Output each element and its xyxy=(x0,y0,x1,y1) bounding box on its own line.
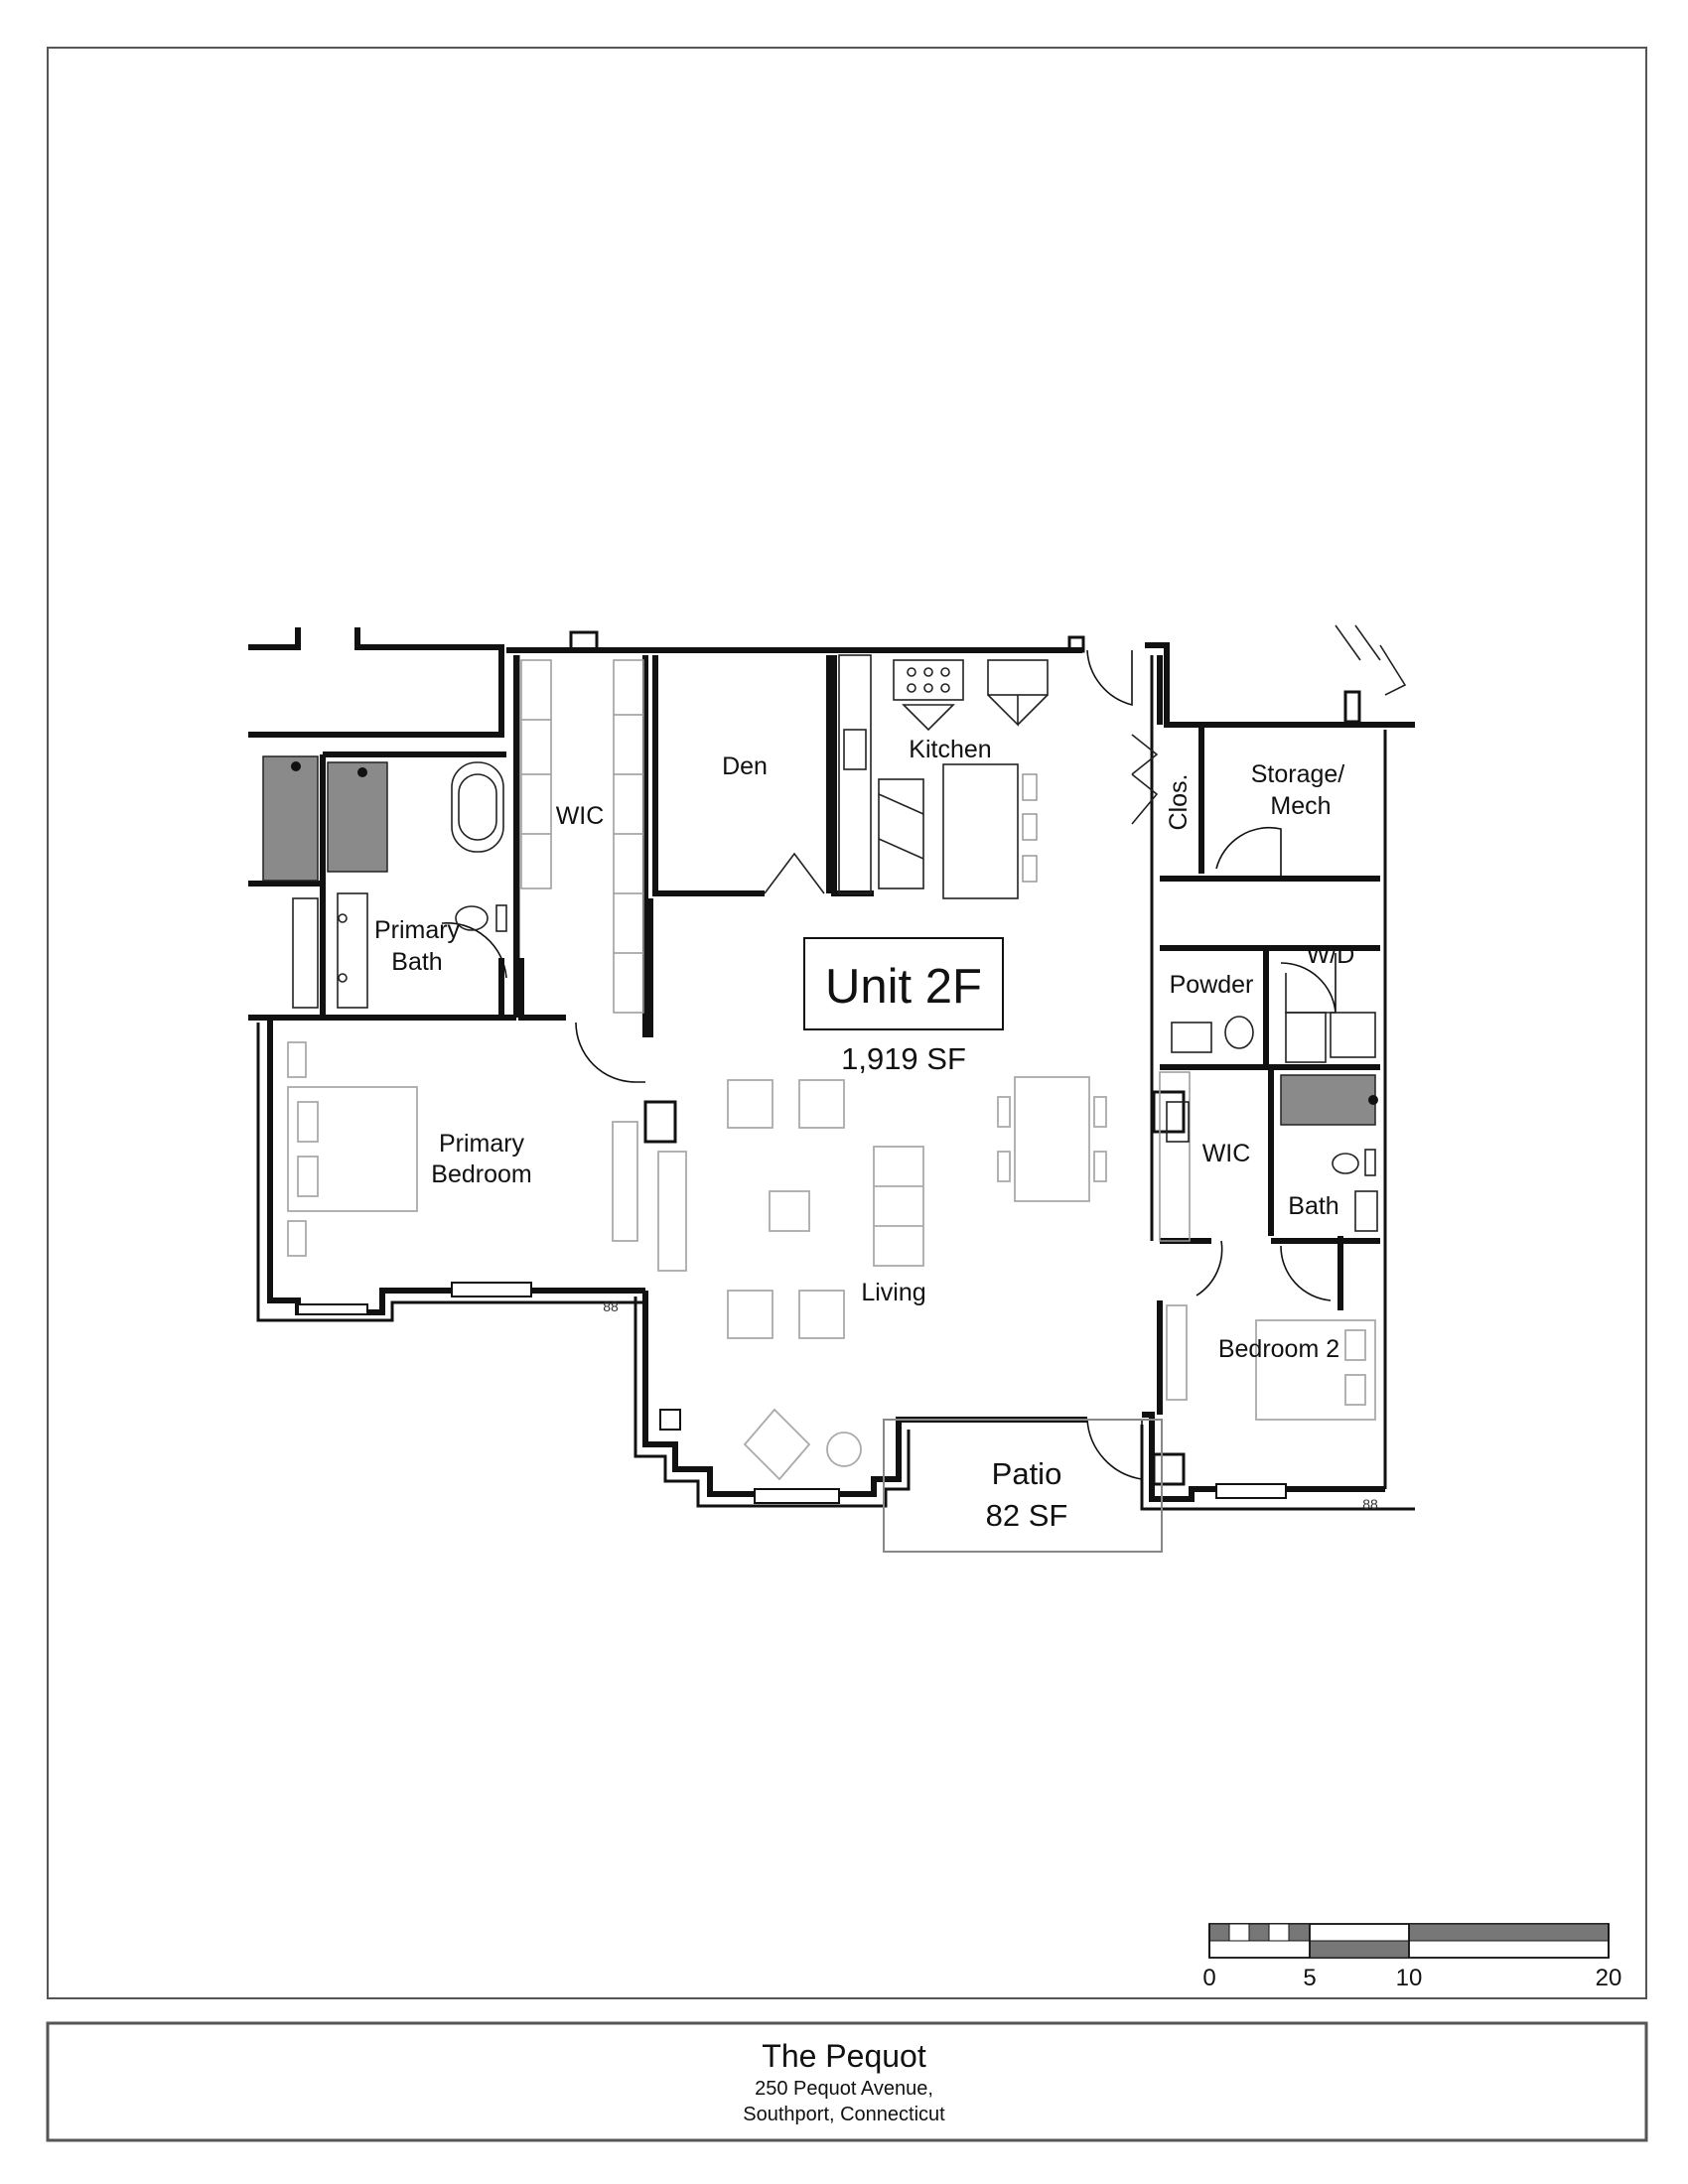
doors xyxy=(441,649,1336,1480)
furniture xyxy=(287,1041,1376,1481)
scale-bar: 0 5 10 20 xyxy=(1202,1923,1622,1991)
scale-tick-10: 10 xyxy=(1396,1965,1423,1991)
room-kitchen: Kitchen xyxy=(909,736,991,763)
room-bath: Bath xyxy=(1288,1192,1338,1220)
room-storage-line2: Mech xyxy=(1270,792,1331,820)
marker-right: 88 xyxy=(1362,1496,1378,1512)
patio-area xyxy=(883,1419,1163,1553)
room-primary-bath-line2: Bath xyxy=(391,948,442,976)
room-primary-bath-line1: Primary xyxy=(374,916,461,944)
scale-tick-0: 0 xyxy=(1202,1965,1215,1991)
drawing-border xyxy=(47,47,1647,1999)
scale-tick-20: 20 xyxy=(1596,1965,1622,1991)
exterior-walls xyxy=(248,624,1415,1511)
room-storage-line1: Storage/ xyxy=(1251,760,1345,788)
primary-bath-fixtures xyxy=(262,755,507,1009)
room-wic-primary: WIC xyxy=(556,802,605,830)
title-block: The Pequot 250 Pequot Avenue, Southport,… xyxy=(46,2021,1648,2142)
room-den: Den xyxy=(722,752,768,780)
wic-shelving xyxy=(520,659,644,1014)
marker-left: 88 xyxy=(603,1298,619,1314)
unit-name: Unit 2F xyxy=(825,960,982,1014)
unit-area: 1,919 SF xyxy=(841,1041,966,1076)
room-closet: Clos. xyxy=(1165,774,1193,831)
kitchen-fixtures xyxy=(838,654,1049,899)
room-patio: Patio xyxy=(992,1456,1062,1491)
room-wic-secondary: WIC xyxy=(1202,1140,1251,1167)
address-line-2: Southport, Connecticut xyxy=(743,2104,945,2125)
floor-plan: Unit 2F 1,919 SF Den Kitchen WIC Primary… xyxy=(248,624,1415,1553)
room-primary-bedroom-line1: Primary xyxy=(439,1130,525,1158)
room-living: Living xyxy=(861,1279,925,1306)
room-bedroom-2: Bedroom 2 xyxy=(1218,1335,1339,1363)
scale-tick-5: 5 xyxy=(1303,1965,1316,1991)
room-labels: Unit 2F 1,919 SF Den Kitchen WIC Primary… xyxy=(374,736,1378,1533)
right-fixtures xyxy=(1159,1012,1378,1242)
project-title: The Pequot xyxy=(762,2038,926,2074)
unit-name-box xyxy=(803,937,1004,1030)
patio-area-label: 82 SF xyxy=(986,1498,1068,1533)
room-wd: W/D xyxy=(1307,941,1355,969)
address-line-1: 250 Pequot Avenue, xyxy=(755,2078,933,2100)
room-powder: Powder xyxy=(1170,971,1254,999)
interior-walls xyxy=(248,655,1380,1486)
room-primary-bedroom-line2: Bedroom xyxy=(431,1160,531,1188)
